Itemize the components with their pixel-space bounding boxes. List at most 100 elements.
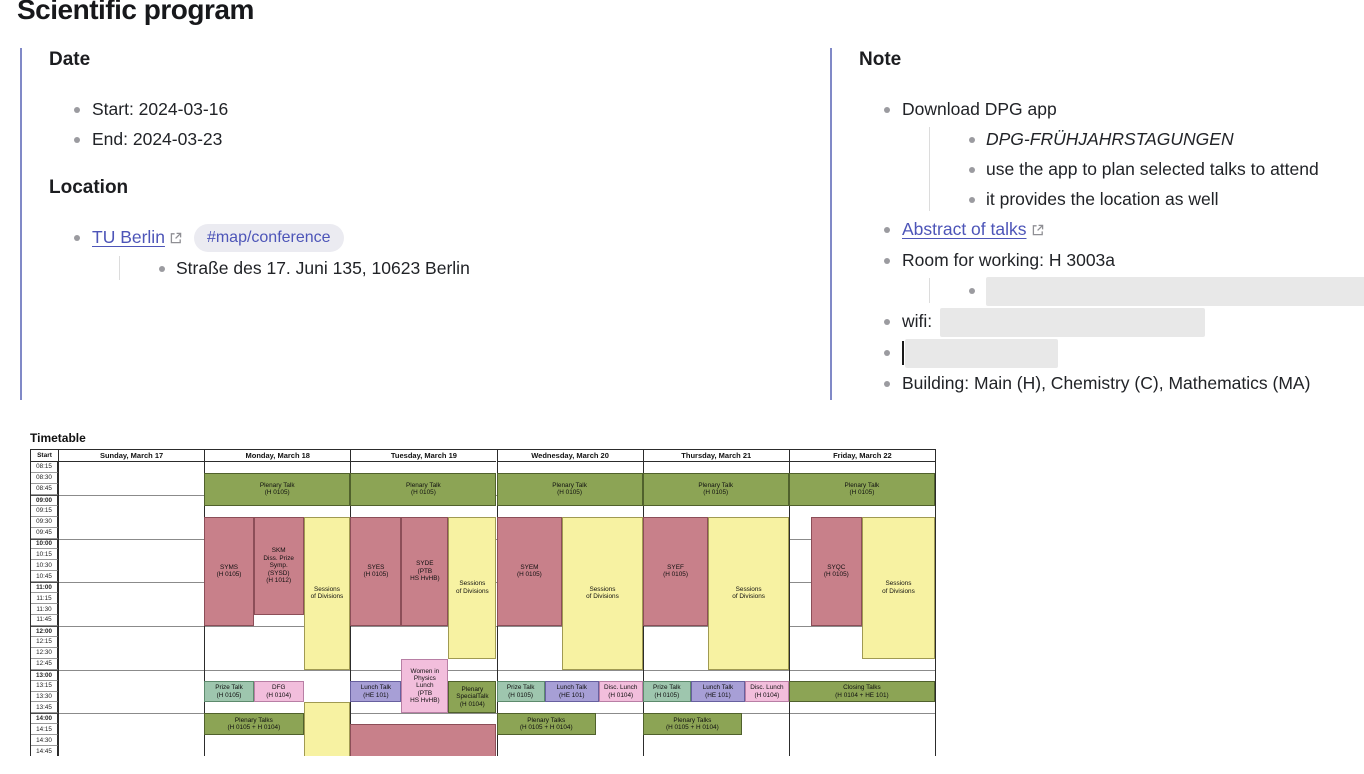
timetable-time-cell: 13:30 xyxy=(31,691,58,703)
timetable-time-cell: 13:45 xyxy=(31,702,58,714)
timetable-time-cell: 09:30 xyxy=(31,516,58,528)
list-item: TU Berlin #map/conference Straße des 17. … xyxy=(49,222,832,283)
timetable-day-header: Thursday, March 21 xyxy=(642,450,789,462)
timetable-block: Plenary Talk (H 0105) xyxy=(788,472,935,506)
timetable-block: Lunch Talk (HE 101) xyxy=(350,680,402,703)
timetable-time-cell: 14:15 xyxy=(31,724,58,736)
timetable-block: Plenary Talk (H 0105) xyxy=(642,472,789,506)
timetable-time-cell: 13:15 xyxy=(31,680,58,692)
timetable-time-cell: 12:45 xyxy=(31,658,58,670)
timetable-block: Plenary SpecialTalk (H 0104) xyxy=(448,680,497,714)
timetable-day-header: Monday, March 18 xyxy=(204,450,351,462)
timetable-time-cell: 13:00 xyxy=(31,669,58,681)
list-item: use the app to plan selected talks to at… xyxy=(902,154,1364,184)
timetable-label: Timetable xyxy=(30,431,86,445)
text-cursor xyxy=(902,341,904,366)
redacted-text xyxy=(904,338,1058,368)
timetable-day-header: Sunday, March 17 xyxy=(58,450,205,462)
external-link-icon xyxy=(170,223,182,253)
room-sublist xyxy=(902,275,1364,306)
timetable-block: Plenary Talk (H 0105) xyxy=(204,472,351,506)
address-sublist: Straße des 17. Juni 135, 10623 Berlin xyxy=(92,253,832,283)
list-item: Abstract of talks xyxy=(859,214,1364,245)
timetable-block: Prize Talk (H 0105) xyxy=(642,680,691,703)
timetable-block: Plenary Talk (H 0105) xyxy=(350,472,497,506)
timetable-block: Closing Talks (H 0104 + HE 101) xyxy=(788,680,935,703)
timetable-time-cell: 11:15 xyxy=(31,593,58,605)
timetable-block: Sessions of Divisions xyxy=(303,516,351,670)
timetable-block: Disc. Lunch (H 0104) xyxy=(598,680,643,703)
timetable-block: SYES (H 0105) xyxy=(350,516,402,626)
list-item: wifi: xyxy=(859,306,1364,337)
timetable-time-cell: 08:30 xyxy=(31,472,58,484)
redacted-text xyxy=(940,307,1206,337)
timetable-time-cell: 14:30 xyxy=(31,735,58,747)
list-item: Straße des 17. Juni 135, 10623 Berlin xyxy=(92,253,832,283)
timetable-time-cell: 10:30 xyxy=(31,560,58,572)
timetable-time-cell: 08:45 xyxy=(31,483,58,495)
note-column: Note Download DPG app DPG-FRÜHJAHRSTAGUN… xyxy=(830,48,1364,400)
timetable-time-cell: 10:45 xyxy=(31,571,58,583)
timetable-block: Plenary Talks (H 0105 + H 0104) xyxy=(204,713,304,736)
timetable-block: SYEF (H 0105) xyxy=(642,516,709,626)
timetable-block: Sessions of Divisions xyxy=(448,516,497,659)
timetable-block: Prize Talk (H 0105) xyxy=(496,680,545,703)
note-heading: Note xyxy=(859,49,902,70)
timetable-block xyxy=(350,724,497,756)
timetable-day-header: Wednesday, March 20 xyxy=(496,450,643,462)
timetable-time-cell: 12:15 xyxy=(31,636,58,648)
date-heading: Date xyxy=(49,49,91,70)
list-item: it provides the location as well xyxy=(902,184,1364,214)
location-heading: Location xyxy=(49,177,129,198)
timetable-block: Prize Talk (H 0105) xyxy=(204,680,254,703)
timetable-block: DFG (H 0104) xyxy=(253,680,304,703)
timetable-block xyxy=(303,702,351,756)
note-list: Download DPG app DPG-FRÜHJAHRSTAGUNGEN u… xyxy=(859,94,1364,398)
timetable-time-cell: 09:15 xyxy=(31,505,58,517)
timetable-time-cell: 10:15 xyxy=(31,549,58,561)
timetable-time-cell: 08:15 xyxy=(31,462,58,473)
timetable-time-cell: 10:00 xyxy=(31,538,58,550)
tu-berlin-link[interactable]: TU Berlin xyxy=(92,227,165,247)
timetable-block: Women in Physics Lunch (PTB HS HvHB) xyxy=(401,658,449,714)
timetable-time-cell: 11:30 xyxy=(31,604,58,615)
timetable-block: Plenary Talks (H 0105 + H 0104) xyxy=(642,713,743,736)
timetable-block: Sessions of Divisions xyxy=(562,516,643,670)
timetable-block: Plenary Talks (H 0105 + H 0104) xyxy=(496,713,596,736)
timetable-block: Sessions of Divisions xyxy=(861,516,935,659)
timetable-day-header: Tuesday, March 19 xyxy=(350,450,497,462)
timetable-block: Disc. Lunch (H 0104) xyxy=(744,680,789,703)
timetable-time-cell: 11:45 xyxy=(31,615,58,626)
external-link-icon xyxy=(1032,215,1044,245)
list-item: Building: Main (H), Chemistry (C), Mathe… xyxy=(859,368,1364,398)
list-item xyxy=(859,337,1364,368)
list-item: Start: 2024-03-16 xyxy=(49,94,832,124)
date-location-column: Date Start: 2024-03-16 End: 2024-03-23 L… xyxy=(20,48,832,400)
map-conference-tag[interactable]: #map/conference xyxy=(193,224,344,252)
abstract-of-talks-link[interactable]: Abstract of talks xyxy=(902,219,1027,239)
timetable-block: SYEM (H 0105) xyxy=(496,516,563,626)
timetable-time-cell: 09:45 xyxy=(31,527,58,539)
timetable-block: Plenary Talk (H 0105) xyxy=(496,472,643,506)
list-item: Download DPG app DPG-FRÜHJAHRSTAGUNGEN u… xyxy=(859,94,1364,214)
timetable-time-cell: 09:00 xyxy=(31,494,58,506)
date-list: Start: 2024-03-16 End: 2024-03-23 xyxy=(49,94,832,154)
timetable-day-header: Friday, March 22 xyxy=(788,450,935,462)
timetable-time-cell: 14:45 xyxy=(31,746,58,756)
page-title: Scientific program xyxy=(17,0,254,25)
timetable-time-cell: 11:00 xyxy=(31,582,58,594)
download-sublist: DPG-FRÜHJAHRSTAGUNGEN use the app to pla… xyxy=(902,124,1364,214)
timetable-block: Sessions of Divisions xyxy=(708,516,789,670)
timetable-time-cell: 12:00 xyxy=(31,625,58,637)
timetable-block: Lunch Talk (HE 101) xyxy=(690,680,745,703)
timetable-time-cell: 12:30 xyxy=(31,647,58,659)
timetable-time-cell: 14:00 xyxy=(31,713,58,725)
list-item: End: 2024-03-23 xyxy=(49,124,832,154)
timetable-block: SYDE (PTB HS HvHB) xyxy=(401,516,449,626)
list-item xyxy=(902,275,1364,306)
list-item: DPG-FRÜHJAHRSTAGUNGEN xyxy=(902,124,1364,154)
timetable-block: SYQC (H 0105) xyxy=(810,516,862,626)
list-item: Room for working: H 3003a xyxy=(859,245,1364,306)
